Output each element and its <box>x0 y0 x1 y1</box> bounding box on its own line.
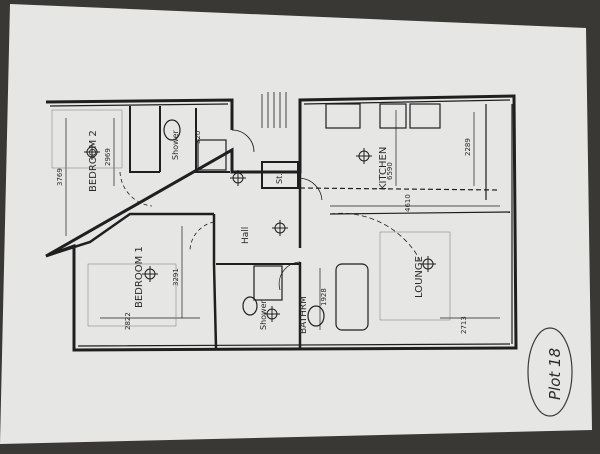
dimension-320: 320 <box>194 131 202 144</box>
dimension-lines <box>65 110 500 330</box>
room-label-bedroom1: BEDROOM 1 <box>134 246 145 308</box>
room-label-lounge: LOUNGE <box>414 256 425 298</box>
room-label-kitchen: KITCHEN <box>378 147 389 190</box>
dimension-2969: 2969 <box>104 148 112 166</box>
wall-bed2-bed1 <box>45 212 214 258</box>
plan-drawing <box>45 92 518 352</box>
kitchen-worktop-line <box>299 187 501 191</box>
room-label-shower-ensuite: Shower <box>171 129 180 160</box>
dimension-1928: 1928 <box>320 288 328 306</box>
room-label-store: St. <box>275 173 284 184</box>
store-cupboard <box>261 161 299 189</box>
shower-tray-2 <box>253 265 283 301</box>
door-swing-kitchen <box>299 177 323 201</box>
kitchen-sink <box>325 103 361 129</box>
basin-bath <box>307 305 325 327</box>
wall-shower-en-suite <box>129 106 161 173</box>
door-swing-bed2 <box>119 171 153 207</box>
wc-ensuite <box>163 119 181 141</box>
door-swing-bath <box>278 261 301 291</box>
dimension-6590: 6590 <box>386 162 394 180</box>
dimension-3769: 3769 <box>56 168 64 186</box>
door-swing-bed1 <box>189 221 215 251</box>
dimension-4610: 4610 <box>404 194 412 212</box>
paper-sheet <box>0 4 592 444</box>
bath-tub <box>335 263 369 331</box>
wall-hall-west <box>212 214 218 349</box>
lounge-rug <box>379 231 451 321</box>
plot-annotation: Plot 18 <box>546 348 564 400</box>
shower-tray-1 <box>197 139 227 171</box>
dimension-2713: 2713 <box>460 316 468 334</box>
dimension-2822: 2822 <box>124 312 132 330</box>
room-label-bathroom: BATHRM <box>299 296 309 334</box>
door-swing-lounge <box>329 212 421 261</box>
bed2-furniture <box>51 109 123 169</box>
wc-bath <box>242 296 258 316</box>
entrance-steps <box>261 92 287 128</box>
wall-shower-box <box>195 108 230 173</box>
kitchen-hob <box>379 103 407 129</box>
room-label-hall: Hall <box>241 227 251 244</box>
lounge-divider <box>329 211 511 215</box>
door-swing-hall <box>231 129 255 153</box>
dimension-2289: 2289 <box>464 138 472 156</box>
dimension-3291: 3291 <box>172 268 180 286</box>
kitchen-unit <box>409 103 441 129</box>
inner-wall-line <box>49 99 513 347</box>
light-points <box>84 144 436 322</box>
bed1-furniture <box>87 263 177 327</box>
annotation-circle <box>527 327 573 417</box>
room-label-bedroom2: BEDROOM 2 <box>88 130 99 192</box>
room-label-shower-bath: Shower <box>259 299 268 330</box>
